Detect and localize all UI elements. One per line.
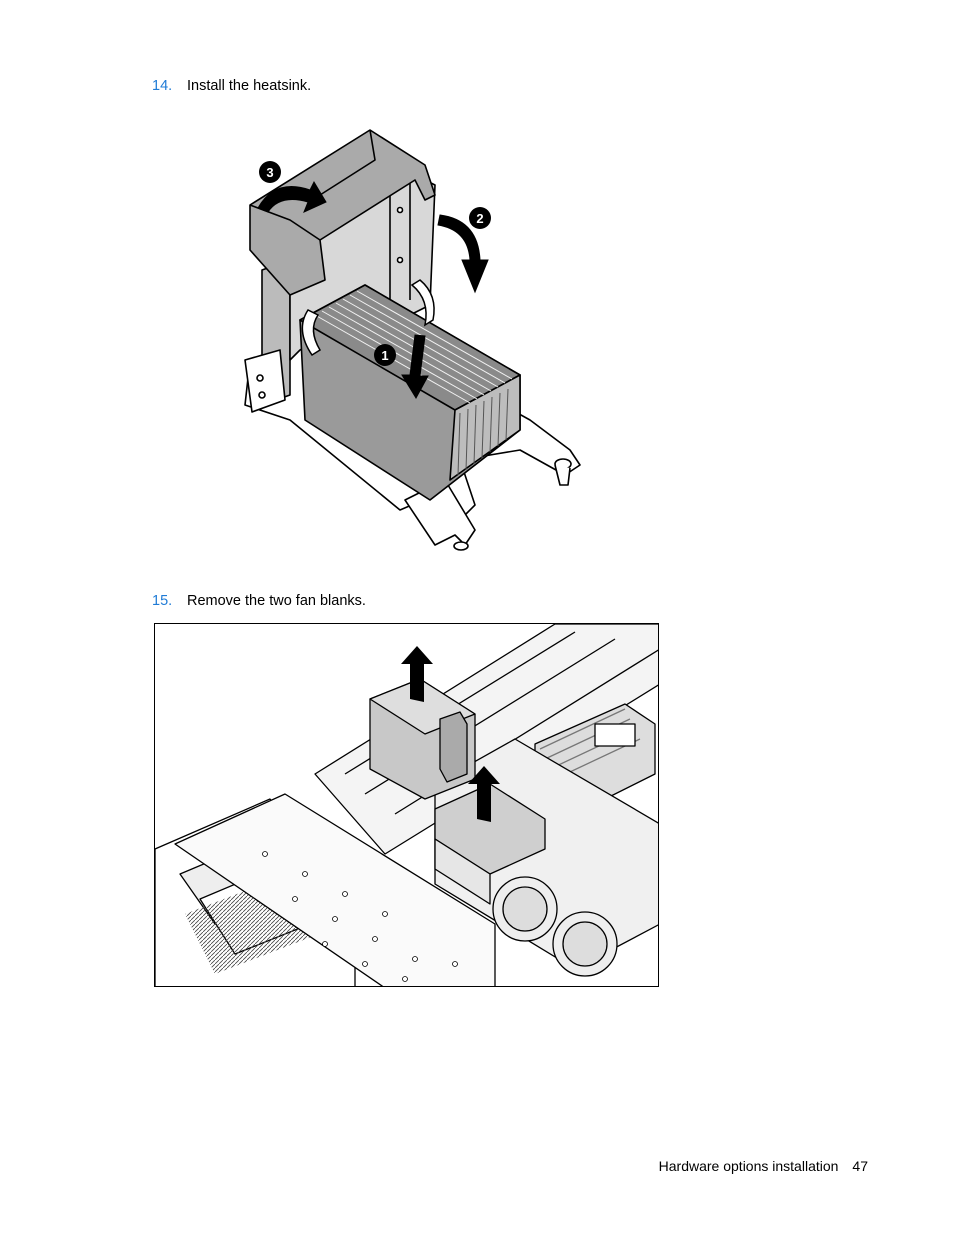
svg-text:1: 1	[381, 348, 388, 363]
heatsink-install-illustration: 1 2 3	[230, 120, 590, 565]
page-footer: Hardware options installation 47	[659, 1158, 868, 1174]
callout-1-icon: 1	[374, 344, 396, 366]
svg-text:3: 3	[266, 165, 273, 180]
fan-blank-removal-illustration	[154, 623, 659, 987]
step-text: Remove the two fan blanks.	[187, 593, 366, 609]
step-14: 14. Install the heatsink.	[152, 77, 311, 95]
callout-2-icon: 2	[469, 207, 491, 229]
svg-text:2: 2	[476, 211, 483, 226]
callout-3-icon: 3	[259, 161, 281, 183]
footer-section-title: Hardware options installation	[658, 1158, 839, 1174]
page-number: 47	[852, 1158, 868, 1174]
step-15: 15. Remove the two fan blanks.	[152, 592, 366, 610]
step-text: Install the heatsink.	[187, 78, 312, 94]
step-number: 15.	[152, 593, 173, 609]
step-number: 14.	[152, 78, 173, 94]
